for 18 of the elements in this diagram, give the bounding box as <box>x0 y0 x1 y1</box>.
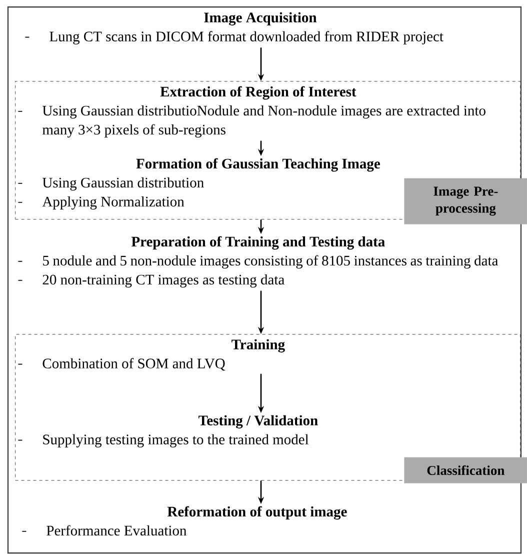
list-item: Using Gaussian distribution <box>42 177 204 191</box>
step-heading: Reformation of output image <box>167 506 347 520</box>
list-item: Combination of SOM and LVQ <box>42 358 226 371</box>
step-heading: Training <box>232 339 285 352</box>
step-heading: Preparation of Training and Testing data <box>132 236 385 250</box>
step-heading: Formation of Gaussian Teaching Image <box>136 158 380 172</box>
list-item: Lung CT scans in DICOM format downloaded from RIDER project <box>50 31 444 44</box>
list-item: Supplying testing images to the trained model <box>43 434 309 448</box>
list-item: 20 non-training CT images as testing data <box>42 274 284 288</box>
list-item: Applying Normalization <box>42 196 184 210</box>
step-heading: Testing / Validation <box>198 415 318 428</box>
step-heading: Image Acquisition <box>204 12 317 26</box>
section-label: Image Pre-processing <box>404 178 527 224</box>
list-item: Using Gaussian distributioNodule and Non-nodule images are extracted into many 3×3 pixels of sub-regions <box>42 105 486 138</box>
step-heading: Extraction of Region of Interest <box>160 86 356 100</box>
list-item: 5 nodule and 5 non-nodule images consisting of 8105 instances as training data <box>43 255 498 269</box>
section-label: Classification <box>404 457 527 484</box>
list-item: Performance Evaluation <box>46 525 186 536</box>
